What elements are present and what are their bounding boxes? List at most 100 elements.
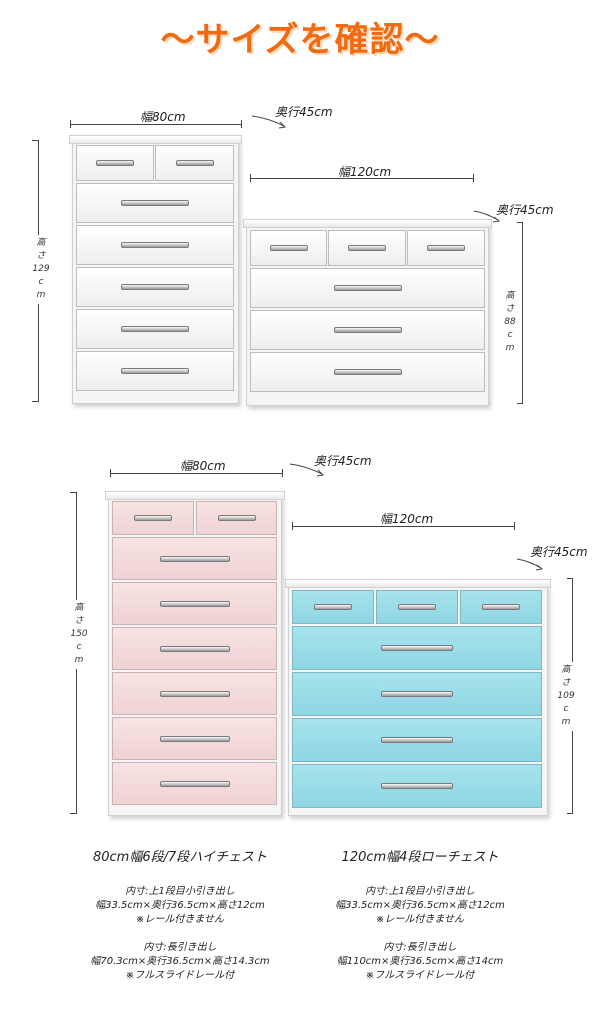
drawer-handle	[333, 369, 402, 375]
right-spec-small-note: ※レール付きません	[375, 914, 465, 925]
pink-high-chest	[105, 491, 285, 816]
drawer-long	[76, 183, 234, 223]
height-char: m	[561, 717, 571, 727]
drawer-small	[196, 501, 277, 535]
white-low-height-label: 高 さ 88 c m	[500, 288, 520, 357]
drawer-long	[76, 267, 234, 307]
white-low-depth-arrow-icon	[473, 210, 501, 223]
drawer-long	[76, 309, 234, 349]
drawer-small	[376, 590, 458, 624]
drawer-long	[76, 225, 234, 265]
drawer-small	[250, 230, 327, 266]
drawer-handle	[159, 600, 230, 607]
white-low-chest	[243, 219, 492, 406]
chest-top-board	[105, 491, 285, 500]
drawer-handle	[398, 604, 436, 610]
height-char: さ	[74, 616, 84, 626]
drawer-small	[407, 230, 485, 266]
height-char: c	[38, 277, 44, 287]
drawer-long	[292, 764, 542, 808]
white-low-depth-label: 奥行45cm	[496, 203, 554, 217]
drawer-long	[292, 718, 542, 762]
white-high-depth-arrow-icon	[251, 115, 287, 129]
drawer-handle	[121, 200, 189, 206]
height-char: さ	[561, 678, 571, 688]
height-char: m	[74, 655, 84, 665]
white-low-width-tick-right	[473, 174, 474, 182]
left-spec-long-label: 内寸:長引き出し	[143, 942, 217, 953]
white-high-width-tick-right	[241, 120, 242, 128]
white-low-width-label: 幅120cm	[338, 165, 392, 179]
right-spec-long-label: 内寸:長引き出し	[383, 942, 457, 953]
drawer-long	[112, 537, 277, 580]
drawer-handle	[333, 285, 402, 291]
height-char: c	[76, 642, 82, 652]
drawer-handle	[159, 645, 230, 652]
left-spec-long-dims: 幅70.3cm×奥行36.5cm×高さ14.3cm	[90, 956, 270, 967]
drawer-handle	[121, 284, 189, 290]
height-char: c	[563, 704, 569, 714]
drawer-handle	[159, 780, 230, 787]
drawer-handle	[159, 735, 230, 742]
drawer-long	[250, 310, 485, 350]
pink-high-depth-label: 奥行45cm	[314, 454, 372, 468]
pink-high-width-label: 幅80cm	[180, 459, 226, 473]
drawer-small	[112, 501, 194, 535]
drawer-small	[292, 590, 374, 624]
drawer-long	[112, 627, 277, 670]
pink-high-width-line	[110, 473, 283, 474]
drawer-long	[292, 626, 542, 670]
drawer-long	[112, 672, 277, 715]
height-char: 高	[505, 291, 515, 301]
right-spec-long-dims: 幅110cm×奥行36.5cm×高さ14cm	[336, 956, 504, 967]
drawer-long	[250, 352, 485, 392]
drawer-long	[112, 717, 277, 760]
drawer-handle	[217, 515, 256, 521]
left-spec-long-note: ※フルスライドレール付	[125, 970, 235, 981]
pink-high-width-tick-right	[282, 469, 283, 477]
blue-low-width-line	[292, 526, 515, 527]
drawer-long	[112, 582, 277, 625]
drawer-handle	[381, 645, 453, 651]
drawer-small	[76, 145, 154, 181]
height-char: 高	[561, 665, 571, 675]
white-low-width-line	[250, 178, 474, 179]
blue-low-width-label: 幅120cm	[380, 512, 434, 526]
chest-top-board	[285, 579, 551, 588]
left-spec-small-dims: 幅33.5cm×奥行36.5cm×高さ12cm	[95, 900, 265, 911]
white-high-width-line	[70, 124, 242, 125]
height-char: m	[505, 343, 515, 353]
white-low-height-line	[522, 222, 523, 404]
drawer-handle	[134, 515, 172, 521]
height-char: 88	[504, 317, 516, 327]
drawer-handle	[121, 326, 189, 332]
drawer-long	[76, 351, 234, 391]
drawer-handle	[121, 242, 189, 248]
drawer-handle	[175, 160, 214, 166]
drawer-handle	[121, 368, 189, 374]
blue-low-width-tick-right	[514, 522, 515, 530]
height-char: c	[507, 330, 513, 340]
drawer-handle	[381, 737, 453, 743]
pink-high-height-label: 高 さ 150 c m	[69, 600, 89, 669]
height-char: 高	[36, 238, 46, 248]
right-spec-block: 120cm幅4段ローチェスト 内寸:上1段目小引き出し 幅33.5cm×奥行36…	[300, 846, 540, 983]
blue-low-depth-label: 奥行45cm	[530, 545, 588, 559]
drawer-handle	[427, 245, 465, 251]
white-high-height-label: 高 さ 129 c m	[31, 235, 51, 304]
height-char: 129	[32, 264, 50, 274]
drawer-handle	[314, 604, 352, 610]
page-title: ～サイズを確認～	[160, 20, 440, 60]
left-spec-title: 80cm幅6段/7段ハイチェスト	[92, 850, 267, 865]
drawer-handle	[159, 555, 230, 562]
drawer-handle	[159, 690, 230, 697]
right-spec-small-label: 内寸:上1段目小引き出し	[365, 886, 475, 897]
pink-high-width-tick-left	[110, 469, 111, 477]
drawer-handle	[269, 245, 308, 251]
white-low-height-tick-bottom	[517, 403, 523, 404]
height-char: 150	[70, 629, 88, 639]
chest-top-board	[69, 135, 242, 144]
drawer-handle	[333, 327, 402, 333]
left-spec-small-label: 内寸:上1段目小引き出し	[125, 886, 235, 897]
white-high-depth-label: 奥行45cm	[275, 105, 333, 119]
